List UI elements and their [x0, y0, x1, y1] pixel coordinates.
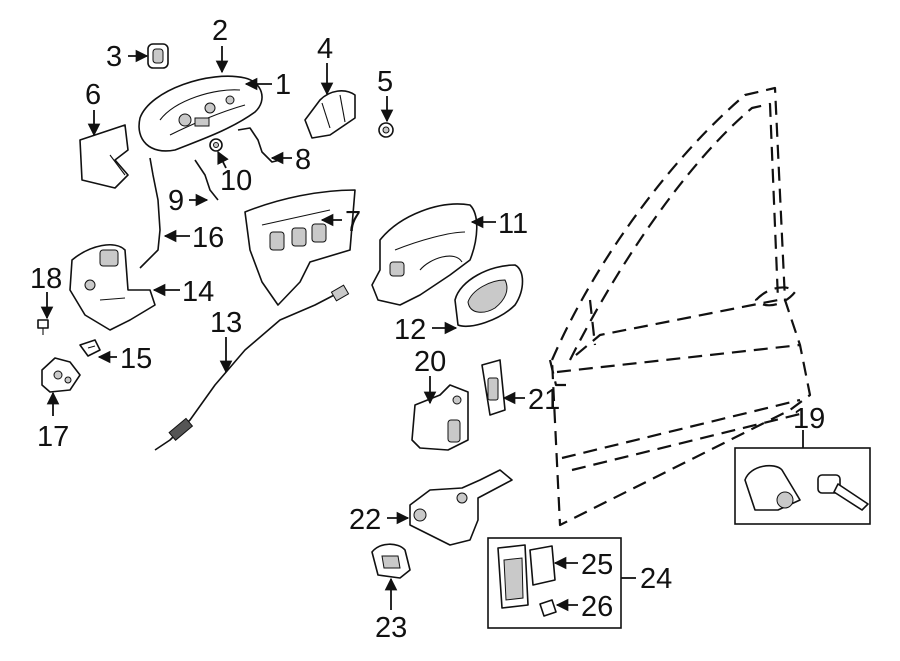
callout-25: 25 — [581, 549, 613, 581]
callout-numbers: 1 2 3 4 5 6 7 8 9 10 11 12 13 14 15 16 1… — [30, 15, 825, 644]
release-cable — [154, 284, 350, 451]
lock-cylinder-and-key — [744, 464, 869, 511]
courtesy-switch — [497, 544, 556, 609]
callout-13: 13 — [210, 307, 242, 339]
callout-4: 4 — [317, 33, 333, 65]
callout-16: 16 — [192, 222, 224, 254]
door-check — [409, 469, 513, 546]
callout-26: 26 — [581, 591, 613, 623]
lock-cap — [371, 543, 411, 579]
switch-kit-box — [487, 537, 622, 629]
leader-lines — [40, 46, 578, 612]
callout-20: 20 — [414, 346, 446, 378]
callout-21: 21 — [528, 384, 560, 416]
callout-18: 18 — [30, 263, 62, 295]
inside-handle-housing — [371, 203, 478, 306]
callout-23: 23 — [375, 612, 407, 644]
callout-5: 5 — [377, 66, 393, 98]
callout-3: 3 — [106, 41, 122, 73]
callout-9: 9 — [168, 185, 184, 217]
striker-plate — [41, 357, 81, 393]
connecting-rod — [237, 127, 281, 163]
small-bezel — [147, 43, 169, 69]
callout-15: 15 — [120, 343, 152, 375]
cover — [79, 124, 129, 189]
door-outline — [548, 86, 812, 527]
long-rod — [139, 157, 161, 269]
screw — [37, 319, 49, 335]
callout-24: 24 — [640, 563, 672, 595]
callout-10: 10 — [220, 165, 252, 197]
callout-11: 11 — [498, 208, 528, 240]
callout-14: 14 — [182, 276, 214, 308]
nut — [378, 122, 394, 138]
callout-17: 17 — [37, 421, 69, 453]
lock-rod — [194, 159, 219, 201]
callout-22: 22 — [349, 504, 381, 536]
callout-8: 8 — [295, 144, 311, 176]
inside-handle-bezel — [454, 264, 524, 328]
callout-6: 6 — [85, 79, 101, 111]
callout-7: 7 — [345, 206, 361, 238]
callout-1: 1 — [275, 69, 291, 101]
bulb — [539, 599, 557, 617]
callout-19: 19 — [793, 403, 825, 435]
bolt — [79, 339, 101, 357]
door-latch — [69, 244, 156, 331]
door-hinge — [411, 384, 469, 451]
outside-handle-assembly — [138, 75, 263, 152]
callout-12: 12 — [394, 314, 426, 346]
hinge-gasket — [481, 359, 506, 416]
clip — [209, 138, 223, 152]
callout-2: 2 — [212, 15, 228, 47]
handle-bracket — [304, 90, 356, 139]
